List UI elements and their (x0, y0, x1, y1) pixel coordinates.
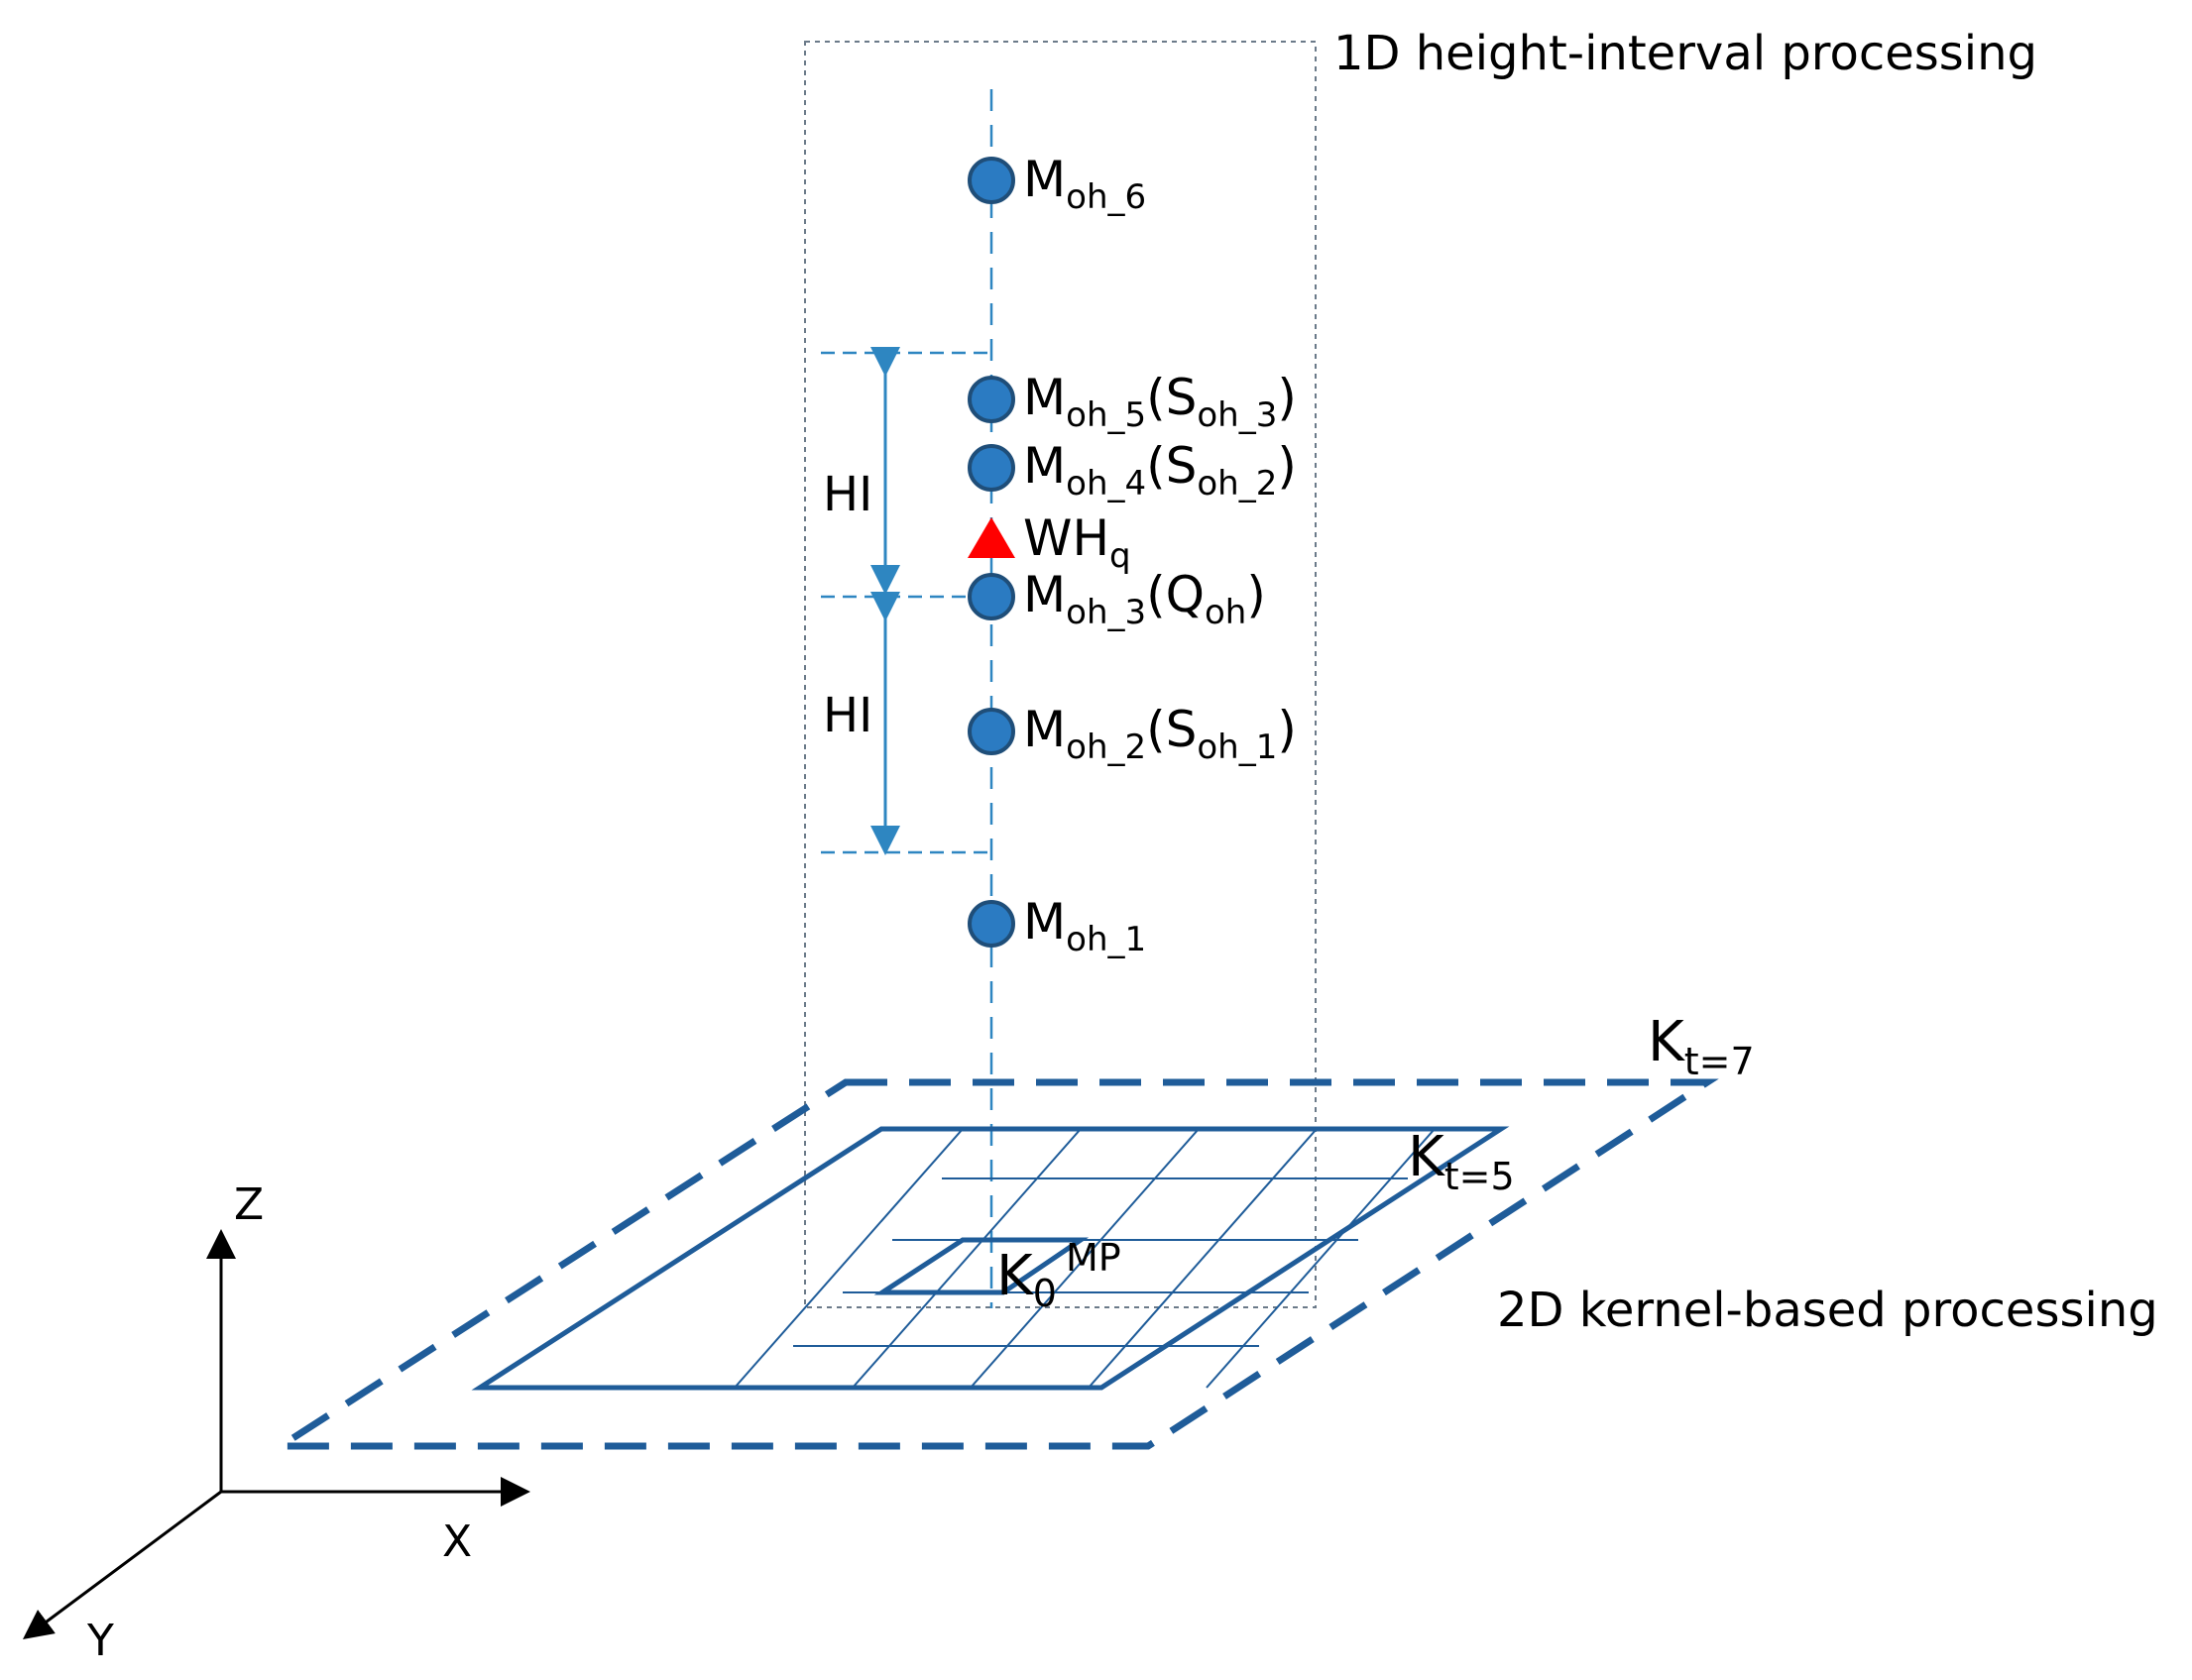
measurement-label-2: Moh_2(Soh_1) (1023, 701, 1297, 767)
y-axis-label: Y (86, 1616, 114, 1666)
measurement-point-5 (968, 376, 1015, 423)
measurement-label-4: Moh_4(Soh_2) (1023, 437, 1297, 504)
height-interval-box (804, 41, 1317, 1308)
kernel-t7-outline (269, 1078, 1719, 1450)
measurement-point-4 (968, 444, 1015, 492)
hi-label-upper: HI (823, 467, 872, 522)
measurement-point-6 (968, 157, 1015, 204)
hi-label-lower: HI (823, 688, 872, 743)
kernel-k0-superscript: MP (1066, 1236, 1121, 1280)
measurement-point-1 (968, 900, 1015, 948)
kernel-k0-label: K0 (996, 1244, 1057, 1315)
y-axis (22, 1490, 222, 1639)
x-axis-label: X (442, 1516, 472, 1567)
measurement-point-3 (968, 573, 1015, 620)
kernel-t7-label: Kt=7 (1648, 1010, 1755, 1083)
kernel-k0 (873, 1237, 1090, 1295)
measurement-point-2 (968, 708, 1015, 755)
z-axis-label: Z (234, 1179, 264, 1230)
measurement-label-3: Moh_3(Qoh) (1023, 566, 1266, 632)
measurement-label-5: Moh_5(Soh_3) (1023, 369, 1297, 435)
query-label: WHq (1023, 509, 1131, 576)
kernel-processing-title: 2D kernel-based processing (1497, 1283, 2158, 1338)
measurement-label-1: Moh_1 (1023, 893, 1146, 959)
height-interval-title: 1D height-interval processing (1333, 26, 2037, 81)
kernel-t5-label: Kt=5 (1408, 1125, 1515, 1198)
query-triangle (968, 517, 1015, 558)
kernel-t5-grid (471, 1126, 1510, 1391)
measurement-label-6: Moh_6 (1023, 151, 1146, 217)
